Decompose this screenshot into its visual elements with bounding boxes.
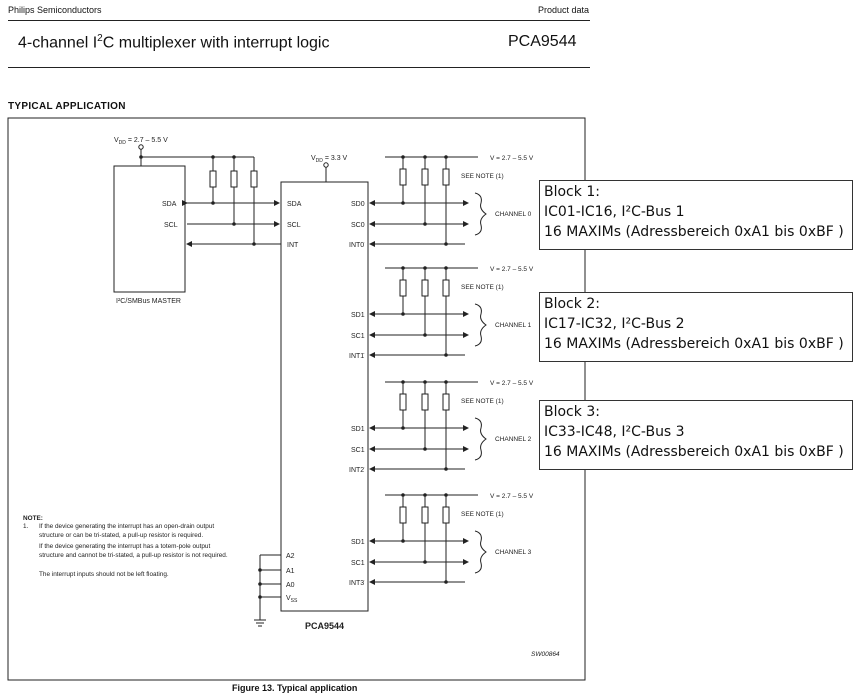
- resistor: [399, 279, 407, 297]
- title-part: C multiplexer with interrupt logic: [102, 34, 330, 52]
- title-superscript: 2: [97, 33, 103, 44]
- pin-sc: SC1: [351, 333, 365, 340]
- title-part: 4-channel I: [18, 34, 98, 52]
- channel-label: CHANNEL 1: [495, 322, 532, 329]
- resistor: [421, 168, 429, 186]
- note-paragraph: If the device generating the interrupt h…: [39, 543, 228, 559]
- master-pin-scl: SCL: [164, 222, 178, 229]
- pin-int: INT3: [349, 580, 364, 587]
- resistor: [399, 168, 407, 186]
- see-note-label: SEE NOTE (1): [461, 511, 504, 518]
- resistor: [399, 393, 407, 411]
- mux-chip: [280, 181, 369, 612]
- mux-pin-int: INT: [287, 242, 299, 249]
- resistor: [250, 170, 258, 188]
- resistor: [421, 279, 429, 297]
- resistor: [442, 506, 450, 524]
- channel-brace: [474, 303, 487, 347]
- mux-pin-vss: VSS: [286, 595, 298, 604]
- resistor: [209, 170, 217, 188]
- channel-label: CHANNEL 0: [495, 211, 532, 218]
- master-vdd-label: VDD = 2.7 – 5.5 V: [114, 137, 168, 146]
- resistor: [442, 393, 450, 411]
- mux-pin-a0: A0: [286, 582, 295, 589]
- block-title: Block 3:: [544, 404, 600, 420]
- mux-pin-a2: A2: [286, 553, 295, 560]
- channel-label: CHANNEL 3: [495, 549, 532, 556]
- block-bus: IC01-IC16, I²C-Bus 1: [544, 204, 685, 220]
- resistor: [399, 506, 407, 524]
- figure-caption: Figure 13. Typical application: [232, 683, 358, 693]
- channel-brace: [474, 530, 487, 574]
- pin-int: INT2: [349, 467, 364, 474]
- block-annotation-2: Block 2: IC17-IC32, I²C-Bus 2 16 MAXIMs …: [539, 292, 853, 362]
- resistor: [421, 393, 429, 411]
- supply-label: V = 2.7 – 5.5 V: [490, 380, 534, 387]
- pin-sd: SD1: [351, 539, 365, 546]
- block-address-range: 16 MAXIMs (Adressbereich 0xA1 bis 0xBF ): [544, 224, 844, 240]
- resistor: [442, 168, 450, 186]
- mux-pin-scl: SCL: [287, 222, 301, 229]
- mux-vdd-label: VDD = 3.3 V: [311, 155, 348, 164]
- block-annotation-3: Block 3: IC33-IC48, I²C-Bus 3 16 MAXIMs …: [539, 400, 853, 470]
- header-rule-bottom: [8, 67, 590, 68]
- pin-int: INT1: [349, 353, 364, 360]
- channel-brace: [474, 192, 487, 236]
- channel-label: CHANNEL 2: [495, 436, 532, 443]
- see-note-label: SEE NOTE (1): [461, 398, 504, 405]
- note-paragraph: If the device generating the interrupt h…: [39, 523, 215, 539]
- note-paragraph: The interrupt inputs should not be left …: [39, 571, 169, 578]
- supply-label: V = 2.7 – 5.5 V: [490, 266, 534, 273]
- channel-1: V = 2.7 – 5.5 V SEE NOTE (1) CHANNEL 1 SD1S…: [349, 266, 534, 360]
- channel-2: V = 2.7 – 5.5 V SEE NOTE (1) CHANNEL 2 SD1S…: [349, 380, 534, 474]
- pin-sd: SD1: [351, 426, 365, 433]
- block-bus: IC33-IC48, I²C-Bus 3: [544, 424, 685, 440]
- section-title: TYPICAL APPLICATION: [8, 101, 126, 112]
- resistor: [421, 506, 429, 524]
- channel-brace: [474, 417, 487, 461]
- master-caption: I²C/SMBus MASTER: [116, 298, 181, 305]
- mux-pin-sda: SDA: [287, 201, 302, 208]
- company-name: Philips Semiconductors: [8, 5, 102, 15]
- drawing-id: SW00864: [531, 651, 560, 658]
- block-title: Block 1:: [544, 184, 600, 200]
- master-pin-sda: SDA: [162, 201, 177, 208]
- master-vdd-terminal: [138, 144, 144, 150]
- mux-name: PCA9544: [305, 621, 344, 631]
- see-note-label: SEE NOTE (1): [461, 284, 504, 291]
- channel-3: V = 2.7 – 5.5 V SEE NOTE (1) CHANNEL 3 SD1S…: [349, 493, 534, 587]
- mux-vdd-terminal: [323, 162, 329, 168]
- note-heading: NOTE:: [23, 515, 43, 522]
- figure-frame: [7, 117, 586, 681]
- see-note-label: SEE NOTE (1): [461, 173, 504, 180]
- note-number: 1.: [23, 523, 29, 530]
- pin-int: INT0: [349, 242, 364, 249]
- pin-sc: SC1: [351, 560, 365, 567]
- pin-sc: SC0: [351, 222, 365, 229]
- document-title: 4-channel I2C multiplexer with interrupt…: [18, 33, 329, 52]
- master-box: [113, 165, 186, 293]
- pin-sc: SC1: [351, 447, 365, 454]
- supply-label: V = 2.7 – 5.5 V: [490, 155, 534, 162]
- supply-label: V = 2.7 – 5.5 V: [490, 493, 534, 500]
- block-annotation-1: Block 1: IC01-IC16, I²C-Bus 1 16 MAXIMs …: [539, 180, 853, 250]
- block-address-range: 16 MAXIMs (Adressbereich 0xA1 bis 0xBF ): [544, 444, 844, 460]
- channel-0: V = 2.7 – 5.5 V SEE NOTE (1) CHANNEL 0 SD0S…: [349, 155, 534, 249]
- resistor: [442, 279, 450, 297]
- resistor: [230, 170, 238, 188]
- block-address-range: 16 MAXIMs (Adressbereich 0xA1 bis 0xBF ): [544, 336, 844, 352]
- pin-sd: SD1: [351, 312, 365, 319]
- mux-pin-a1: A1: [286, 568, 295, 575]
- part-number: PCA9544: [508, 33, 577, 50]
- block-title: Block 2:: [544, 296, 600, 312]
- block-bus: IC17-IC32, I²C-Bus 2: [544, 316, 685, 332]
- header-rule-top: [8, 20, 590, 21]
- pin-sd: SD0: [351, 201, 365, 208]
- document-type: Product data: [538, 5, 590, 15]
